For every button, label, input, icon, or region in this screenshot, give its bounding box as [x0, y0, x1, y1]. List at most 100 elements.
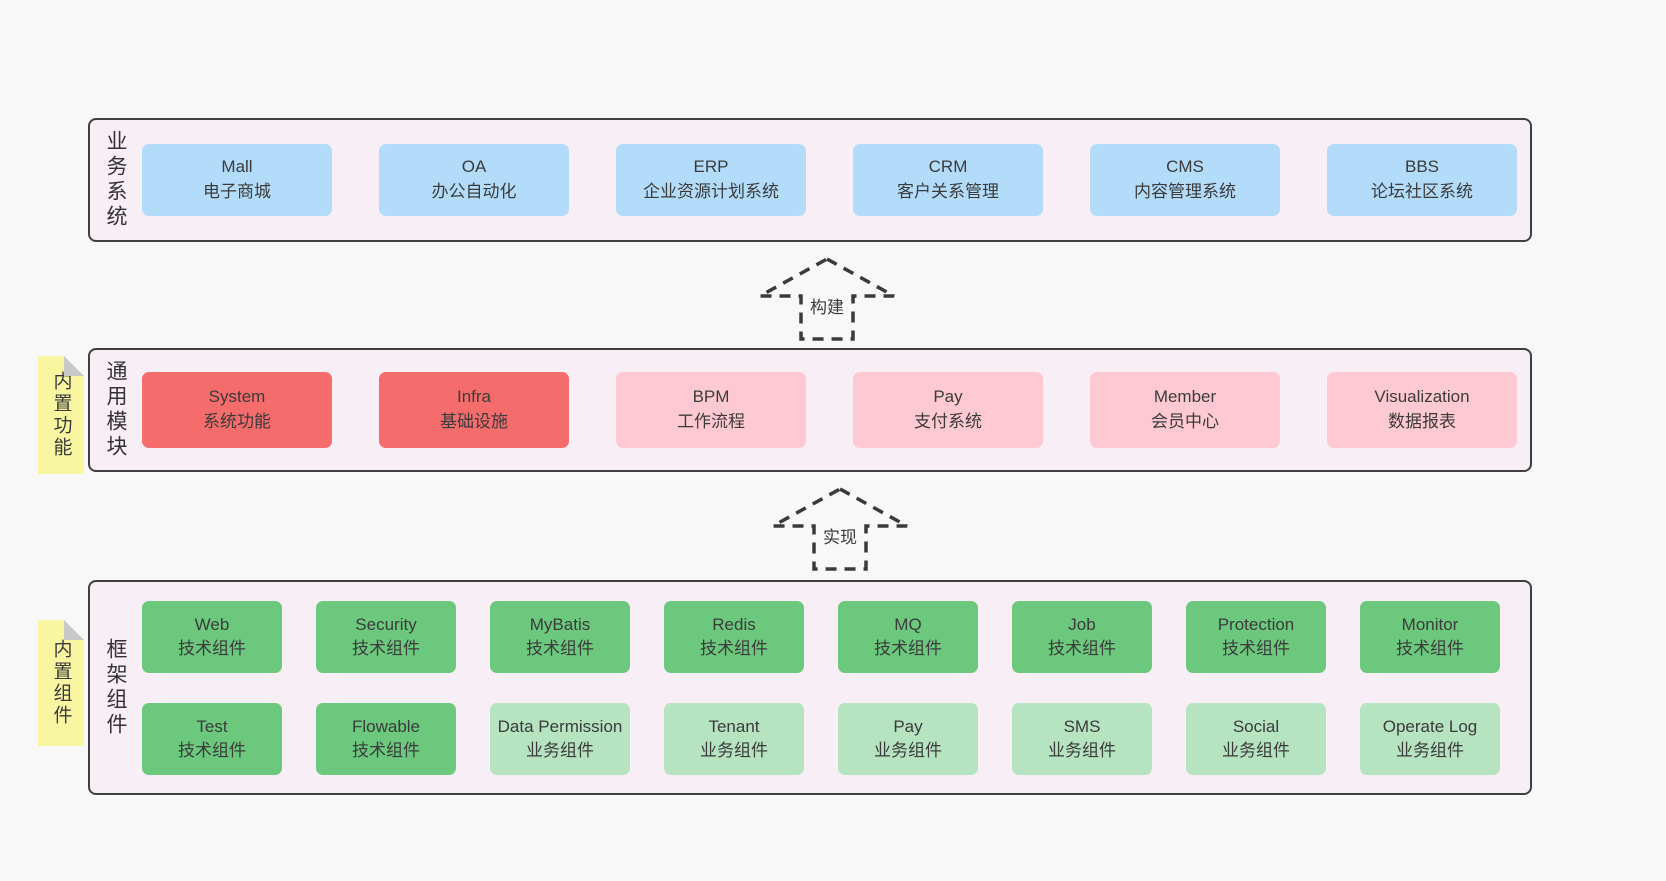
box-monitor: Monitor 技术组件 [1360, 600, 1500, 673]
box-title: MyBatis [529, 614, 591, 634]
box-test: Test 技术组件 [142, 702, 282, 775]
build-arrow-label: 构建 [806, 292, 848, 319]
box-subtitle: 技术组件 [178, 740, 246, 760]
framework-box-row-1: Web 技术组件 Security 技术组件 MyBatis 技术组件 Redi… [142, 600, 1500, 673]
box-title: OA [461, 157, 487, 177]
box-web: Web 技术组件 [142, 600, 282, 673]
box-pay-component: Pay 业务组件 [838, 702, 978, 775]
box-sms: SMS 业务组件 [1012, 702, 1152, 775]
section-label-business-systems: 业务系统 [104, 130, 127, 230]
folded-corner-icon [64, 620, 84, 640]
box-job: Job 技术组件 [1012, 600, 1152, 673]
implement-arrow-label: 实现 [819, 522, 861, 549]
box-title: BPM [692, 387, 730, 407]
box-subtitle: 客户关系管理 [897, 182, 999, 201]
box-redis: Redis 技术组件 [664, 600, 804, 673]
box-visualization: Visualization 数据报表 [1327, 372, 1517, 448]
box-cms: CMS 内容管理系统 [1090, 144, 1280, 216]
box-subtitle: 技术组件 [526, 638, 594, 658]
box-title: Protection [1217, 614, 1295, 634]
box-title: Security [355, 614, 417, 634]
box-crm: CRM 客户关系管理 [853, 144, 1043, 216]
box-subtitle: 内容管理系统 [1134, 182, 1236, 201]
box-title: Member [1153, 387, 1217, 407]
section-framework-components: 框架组件 Web 技术组件 Security 技术组件 MyBatis 技术组件… [88, 580, 1532, 795]
box-pay-system: Pay 支付系统 [853, 372, 1043, 448]
framework-rows: Web 技术组件 Security 技术组件 MyBatis 技术组件 Redi… [142, 600, 1500, 775]
box-subtitle: 工作流程 [677, 412, 745, 431]
box-mall: Mall 电子商城 [142, 144, 332, 216]
box-title: Web [194, 614, 230, 634]
box-subtitle: 电子商城 [203, 182, 271, 201]
box-title: Monitor [1401, 614, 1459, 634]
framework-box-row-2: Test 技术组件 Flowable 技术组件 Data Permission … [142, 702, 1500, 775]
box-data-permission: Data Permission 业务组件 [490, 702, 630, 775]
box-title: Data Permission [497, 716, 623, 736]
modules-box-row: System 系统功能 Infra 基础设施 BPM 工作流程 Pay 支付系统… [142, 372, 1517, 448]
box-title: ERP [693, 157, 729, 177]
box-subtitle: 业务组件 [1222, 740, 1290, 760]
box-title: Tenant [708, 716, 760, 736]
box-title: BBS [1404, 157, 1440, 177]
business-box-row: Mall 电子商城 OA 办公自动化 ERP 企业资源计划系统 CRM 客户关系… [142, 144, 1517, 216]
box-oa: OA 办公自动化 [379, 144, 569, 216]
box-title: Operate Log [1382, 716, 1478, 736]
box-title: Infra [456, 387, 492, 407]
folded-corner-icon [64, 356, 84, 376]
box-subtitle: 数据报表 [1388, 412, 1456, 431]
box-subtitle: 业务组件 [1396, 740, 1464, 760]
tab-label: 内置功能 [50, 371, 72, 459]
build-arrow: 构建 [757, 256, 897, 342]
box-tenant: Tenant 业务组件 [664, 702, 804, 775]
box-subtitle: 论坛社区系统 [1371, 182, 1473, 201]
box-subtitle: 技术组件 [352, 740, 420, 760]
box-title: MQ [894, 614, 922, 634]
box-title: CMS [1166, 157, 1204, 177]
box-title: Test [196, 716, 228, 736]
box-flowable: Flowable 技术组件 [316, 702, 456, 775]
box-subtitle: 系统功能 [203, 412, 271, 431]
box-title: Flowable [351, 716, 421, 736]
box-subtitle: 办公自动化 [431, 182, 517, 201]
box-subtitle: 会员中心 [1151, 412, 1219, 431]
box-title: CRM [928, 157, 968, 177]
box-subtitle: 技术组件 [352, 638, 420, 658]
box-system: System 系统功能 [142, 372, 332, 448]
box-title: Redis [712, 614, 756, 634]
box-title: Pay [893, 716, 923, 736]
box-mybatis: MyBatis 技术组件 [490, 600, 630, 673]
box-subtitle: 技术组件 [1222, 638, 1290, 658]
box-social: Social 业务组件 [1186, 702, 1326, 775]
box-title: Job [1068, 614, 1096, 634]
box-mq: MQ 技术组件 [838, 600, 978, 673]
section-common-modules: 通用模块 System 系统功能 Infra 基础设施 BPM 工作流程 Pay… [88, 348, 1532, 472]
box-subtitle: 企业资源计划系统 [643, 182, 779, 201]
box-title: Visualization [1374, 387, 1470, 407]
box-operate-log: Operate Log 业务组件 [1360, 702, 1500, 775]
implement-arrow: 实现 [770, 486, 910, 572]
box-title: Pay [933, 387, 963, 407]
box-title: Social [1232, 716, 1280, 736]
box-member: Member 会员中心 [1090, 372, 1280, 448]
box-subtitle: 技术组件 [178, 638, 246, 658]
box-subtitle: 业务组件 [526, 740, 594, 760]
box-subtitle: 技术组件 [700, 638, 768, 658]
box-subtitle: 业务组件 [700, 740, 768, 760]
box-protection: Protection 技术组件 [1186, 600, 1326, 673]
box-subtitle: 技术组件 [1396, 638, 1464, 658]
box-title: SMS [1063, 716, 1101, 736]
box-subtitle: 技术组件 [874, 638, 942, 658]
box-title: Mall [221, 157, 253, 177]
section-label-common-modules: 通用模块 [104, 360, 127, 460]
box-erp: ERP 企业资源计划系统 [616, 144, 806, 216]
tab-built-in-components: 内置组件 [38, 620, 84, 746]
box-bpm: BPM 工作流程 [616, 372, 806, 448]
section-business-systems: 业务系统 Mall 电子商城 OA 办公自动化 ERP 企业资源计划系统 CRM… [88, 118, 1532, 242]
box-subtitle: 业务组件 [1048, 740, 1116, 760]
box-subtitle: 支付系统 [914, 412, 982, 431]
box-subtitle: 技术组件 [1048, 638, 1116, 658]
box-subtitle: 业务组件 [874, 740, 942, 760]
box-security: Security 技术组件 [316, 600, 456, 673]
box-subtitle: 基础设施 [440, 412, 508, 431]
